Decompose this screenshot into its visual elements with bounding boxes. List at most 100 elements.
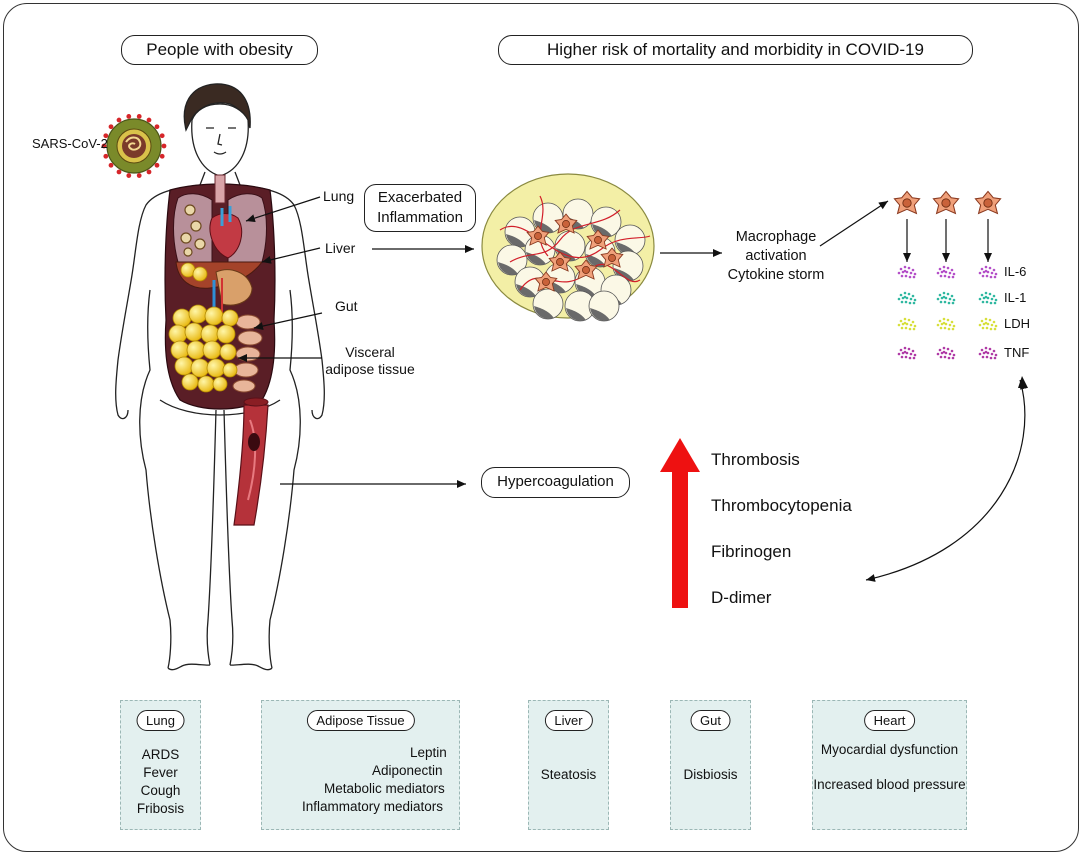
cytokine-dot [942,346,946,350]
cytokine-dot [901,270,905,274]
cytokine-dot [993,275,997,279]
cytokine-dot [948,271,952,275]
cytokine-dot [982,296,986,300]
cytokine-dot [939,274,943,278]
bidirectional-arrow [865,379,1026,582]
cytokine-dot [901,322,905,326]
virus-spike [103,153,109,159]
cytokine-dot [994,353,998,357]
cytokine-dot [947,327,951,331]
cytokine-dot [936,297,940,301]
card-lung-title: Lung [136,710,185,731]
cytokine-dot [909,297,913,301]
macrophage-icon [974,190,1002,215]
cytokine-dot [938,267,942,271]
cytokine-dot [900,326,904,330]
cytokine-dot [911,268,915,272]
card-heart: Heart Myocardial dysfunction Increased b… [812,700,967,830]
card-gut: Gut Disbiosis [670,700,751,830]
cytokine-dot [951,327,955,331]
cytokine-dot [943,274,947,278]
card-adipose-line: Inflammatory mediators [302,799,444,814]
cytokine-dot [985,300,989,304]
cytokine-dot [994,324,998,328]
virus-spike [126,173,132,178]
cytokine-dot [942,265,946,269]
macrophage-icon [548,251,572,272]
cytokine-dot [980,319,984,323]
cytokine-dot [940,296,944,300]
card-adipose-line: Leptin [410,745,447,760]
obesity-title: People with obesity [121,35,318,65]
cytokine-dot [912,301,916,305]
visceral-label: Visceral adipose tissue [320,344,420,378]
cytokine-dot [986,322,990,326]
cytokine-dot [981,300,985,304]
cytokine-dot [908,356,912,360]
cytokine-dot [901,296,905,300]
cytokine-dot [936,323,940,327]
cytokine-dot [944,296,948,300]
card-lung-line: Cough [140,783,181,798]
cytokine-dot [903,317,907,321]
arrow-to-liver [261,247,321,264]
cytokine-dot [985,355,989,359]
cytokine-dot [911,294,915,298]
adipose-tissue-icon [481,173,655,322]
cytokine-dot [905,351,909,355]
macrophage-line1: Macrophage [735,229,817,245]
cytokine-dot [905,270,909,274]
bidirectional-arrow-head [1018,376,1028,388]
macrophage-icon [526,225,550,246]
arrow-to-lung [245,196,321,223]
cytokine-dot [978,297,982,301]
virus-spike [136,173,142,178]
cytokine-dot [990,271,994,275]
cytokine-dot [943,355,947,359]
cytokine-dot [908,327,912,331]
cytokine-dot [986,296,990,300]
adipocyte-nucleus [534,220,554,233]
arrow-to-cells [819,200,889,247]
cytokine-dot [989,327,993,331]
virus-spike [101,143,107,149]
cytokine-dot [907,318,911,322]
macrophage-icon [600,247,624,268]
cytokine-dot [980,348,984,352]
cytokine-dot [903,350,907,354]
cytokine-dot [981,355,985,359]
cytokine-dot [984,291,988,295]
cytokine-dot [909,352,913,356]
card-lung: Lung ARDS Fever Cough Fribosis [120,700,201,830]
cytokine-dot [989,301,993,305]
cytokine-dot [994,272,998,276]
cytokine-dot [940,322,944,326]
adipocyte-nucleus [590,308,610,321]
macrophage-icon [586,229,610,250]
cytokine-dot [982,322,986,326]
cytokine-dot [907,292,911,296]
cytokine-dot [982,351,986,355]
adipocyte-nucleus [506,234,526,247]
macrophage-cells [893,190,1002,215]
cytokine-dot [904,355,908,359]
marker-d-dimer: D-dimer [711,588,772,607]
cytokine-dot [993,327,997,331]
cytokine-dot [990,297,994,301]
card-heart-title: Heart [863,710,916,731]
card-gut-line: Disbiosis [683,767,738,782]
cytokine-dot [946,318,950,322]
adipocyte-nucleus [566,308,586,321]
cytokine-dot [912,356,916,360]
cytokine-tnf: TNF [1004,345,1030,360]
virus-spike [146,117,152,123]
cytokine-dot [913,353,917,357]
adipocyte-nucleus [586,254,606,267]
cytokine-dot [936,271,940,275]
cytokine-dot [984,321,988,325]
virus-spike [154,162,160,168]
virus-icon [101,114,167,178]
cytokine-dot [992,294,996,298]
cytokine-dot [907,266,911,270]
cytokine-dot [913,324,917,328]
